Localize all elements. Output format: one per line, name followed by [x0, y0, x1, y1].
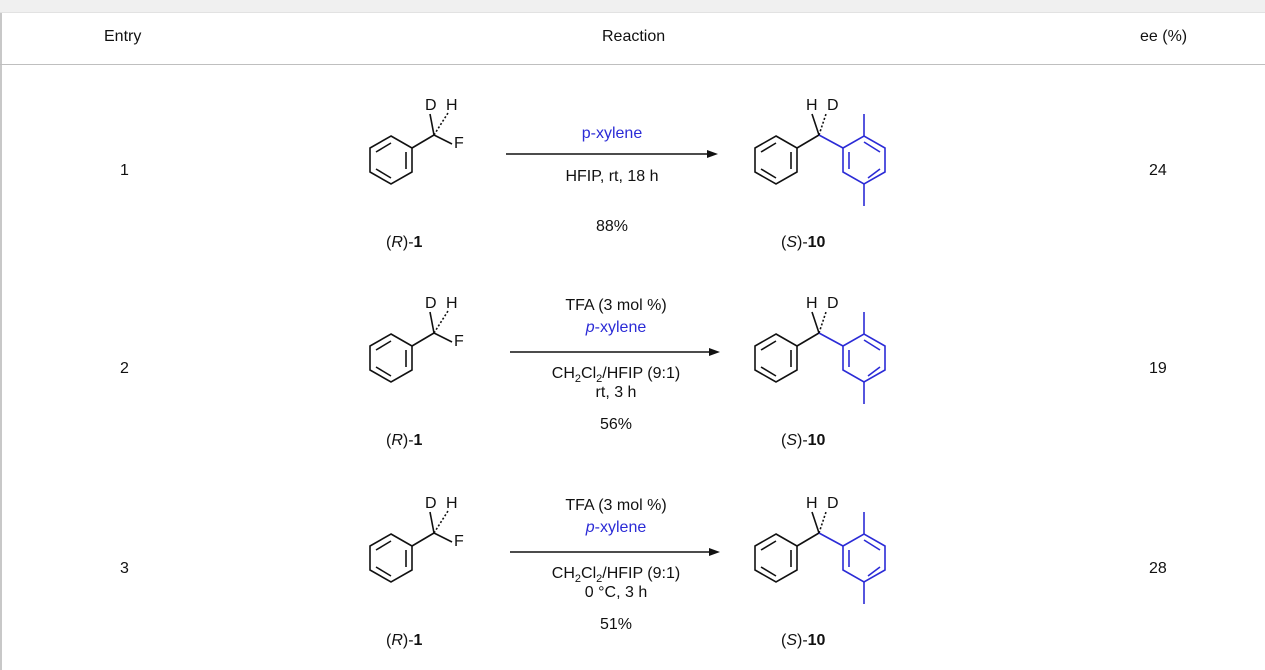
product-label: (S)-10: [781, 632, 826, 649]
atom-h: H: [806, 97, 818, 114]
ee-value: 28: [1149, 560, 1167, 577]
entry-number: 1: [120, 162, 129, 179]
table-row: 3 28 D H F (R)-1 TFA (3 mo: [0, 470, 1265, 668]
substrate-label: (R)-1: [386, 632, 423, 649]
solvent-label: CH2Cl2/HFIP (9:1): [552, 565, 680, 585]
yield-label: 51%: [600, 616, 632, 633]
product-label: (S)-10: [781, 234, 826, 251]
caption-strip: [0, 0, 1265, 13]
product-structure: [754, 311, 886, 404]
reagent-label: p-xylene: [582, 125, 643, 142]
substrate-structure: [369, 112, 453, 185]
atom-h: H: [446, 97, 458, 114]
atom-d: D: [827, 97, 839, 114]
atom-d: D: [425, 295, 437, 312]
product-structure: [754, 511, 886, 604]
reagent-label: p-xylene: [585, 319, 647, 336]
atom-d: D: [425, 97, 437, 114]
atom-h: H: [446, 495, 458, 512]
yield-label: 56%: [600, 416, 632, 433]
ee-value: 19: [1149, 360, 1167, 377]
catalyst-label: TFA (3 mol %): [565, 497, 666, 514]
atom-h: H: [806, 495, 818, 512]
substrate-label: (R)-1: [386, 234, 423, 251]
reaction-scheme: D H F (R)-1 TFA (3 mol %) p-xylene CH2Cl…: [369, 495, 886, 649]
atom-d: D: [827, 495, 839, 512]
atom-h: H: [446, 295, 458, 312]
header-ee: ee (%): [1140, 28, 1188, 45]
atom-h: H: [806, 295, 818, 312]
product-label: (S)-10: [781, 432, 826, 449]
reaction-arrow: [510, 548, 720, 556]
atom-f: F: [454, 333, 464, 350]
entry-number: 2: [120, 360, 129, 377]
table-row: 1 24 D H F (R)-1: [0, 72, 1265, 270]
reaction-arrow: [506, 150, 718, 158]
table-header: Entry Reaction ee (%): [0, 12, 1265, 65]
atom-d: D: [827, 295, 839, 312]
reaction-arrow: [510, 348, 720, 356]
atom-d: D: [425, 495, 437, 512]
ee-value: 24: [1149, 162, 1167, 179]
solvent-label: CH2Cl2/HFIP (9:1): [552, 365, 680, 385]
yield-label: 88%: [596, 218, 628, 235]
atom-f: F: [454, 135, 464, 152]
catalyst-label: TFA (3 mol %): [565, 297, 666, 314]
atom-f: F: [454, 533, 464, 550]
conditions-label: HFIP, rt, 18 h: [565, 168, 658, 185]
product-structure: [754, 113, 886, 206]
header-reaction: Reaction: [602, 28, 666, 45]
table-row: 2 19 D H F (R)-1 TFA (3 mo: [0, 270, 1265, 468]
substrate-structure: [369, 310, 453, 383]
substrate-structure: [369, 510, 453, 583]
header-entry: Entry: [104, 28, 142, 45]
entry-number: 3: [120, 560, 129, 577]
conditions-label: rt, 3 h: [596, 384, 637, 401]
reaction-scheme: D H F (R)-1 TFA (3 mol %) p-xylene CH2Cl…: [369, 295, 886, 449]
left-border: [0, 0, 2, 670]
reagent-label: p-xylene: [585, 519, 647, 536]
reaction-scheme: D H F (R)-1 p-xylene HFIP, rt, 18 h 88%: [369, 97, 886, 251]
conditions-label: 0 °C, 3 h: [585, 584, 647, 601]
substrate-label: (R)-1: [386, 432, 423, 449]
